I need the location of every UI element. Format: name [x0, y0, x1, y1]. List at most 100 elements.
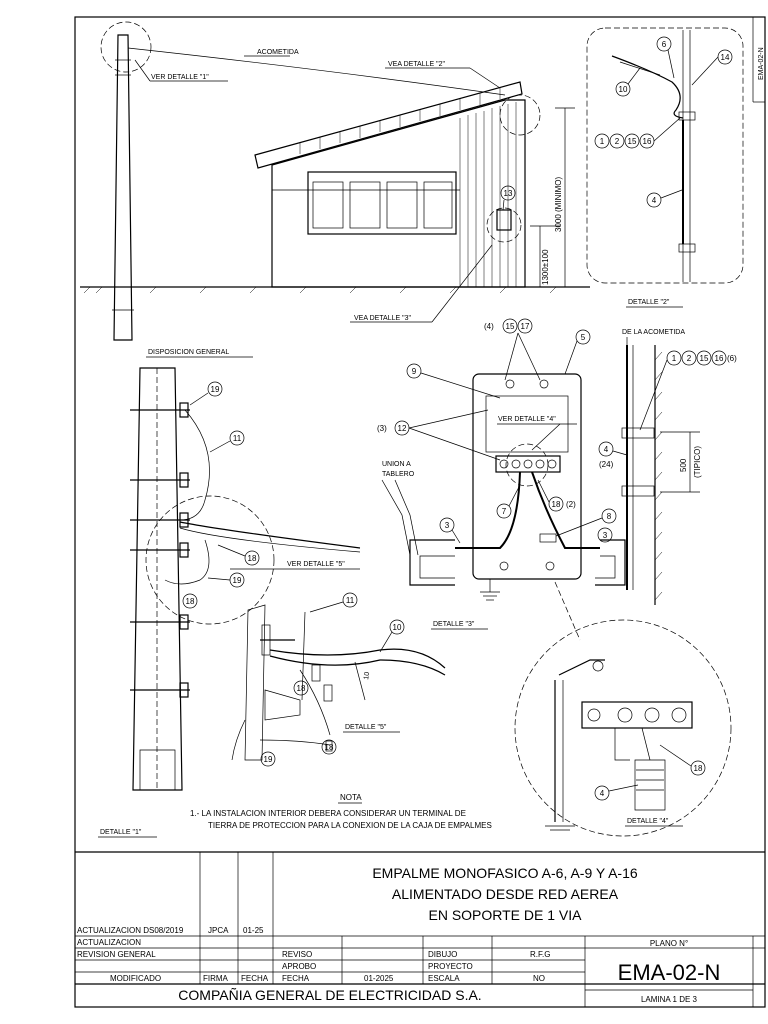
aprobo-label: APROBO: [282, 962, 316, 971]
bubble-13: 13: [504, 189, 513, 198]
proyecto-label: PROYECTO: [428, 962, 473, 971]
rev-3-desc: REVISION GENERAL: [77, 950, 156, 959]
vea-detalle-3-label: VEA DETALLE "3": [354, 315, 411, 322]
dim-1300-text: 1300±100: [541, 249, 550, 285]
svg-text:16: 16: [643, 137, 652, 146]
header-fecha: FECHA: [241, 974, 269, 983]
nota-title: NOTA: [340, 793, 362, 802]
meter-enclosure: [472, 373, 582, 580]
svg-text:18: 18: [248, 554, 257, 563]
svg-text:15: 15: [700, 354, 709, 363]
detail-4-frame: [514, 619, 732, 837]
svg-text:19: 19: [233, 576, 242, 585]
detail-4-view: 18 4 DETALLE "4": [514, 619, 732, 837]
wall-detail-view: DETALLE "2" DE LA ACOMETIDA 500 (TIPICO)…: [598, 299, 737, 605]
svg-text:(24): (24): [599, 460, 614, 469]
svg-text:2: 2: [687, 354, 692, 363]
pole: [113, 34, 133, 341]
nota-line-1: 1.- LA INSTALACION INTERIOR DEBERA CONSI…: [190, 809, 466, 818]
right-conduit: [595, 539, 626, 586]
left-conduit: [409, 539, 455, 586]
tablero-label: TABLERO: [382, 471, 415, 478]
terminal-block: [495, 455, 561, 473]
detail-2-frame: [586, 27, 744, 284]
svg-text:2: 2: [615, 137, 620, 146]
acometida-label: ACOMETIDA: [257, 49, 299, 56]
plano-label: PLANO N°: [650, 939, 688, 948]
svg-text:18: 18: [186, 597, 195, 606]
svg-text:18: 18: [325, 743, 334, 752]
disposicion-general-label: DISPOSICION GENERAL: [148, 349, 229, 356]
svg-text:(6): (6): [727, 354, 737, 363]
svg-text:5: 5: [581, 333, 586, 342]
union-a-label: UNION A: [382, 461, 411, 468]
escala-label: ESCALA: [428, 974, 460, 983]
ver-detalle-1-label: VER DETALLE "1": [151, 74, 209, 81]
svg-text:4: 4: [600, 789, 605, 798]
detail-2-callout: [499, 94, 541, 136]
svg-text:3: 3: [603, 531, 608, 540]
svg-text:1: 1: [600, 137, 605, 146]
svg-text:3: 3: [445, 521, 450, 530]
svg-text:15: 15: [628, 137, 637, 146]
d2-bubble-4: 4: [652, 196, 657, 205]
svg-text:16: 16: [715, 354, 724, 363]
service-drop-cable: [127, 47, 506, 96]
svg-text:(2): (2): [566, 500, 576, 509]
detalle-5-label: DETALLE "5": [345, 724, 387, 731]
rev-2-desc: ACTUALIZACION: [77, 938, 141, 947]
feed-conductor: [455, 471, 521, 549]
fecha-value: 01-2025: [364, 974, 394, 983]
d2-bubble-6: 6: [662, 40, 667, 49]
sheet-border: [74, 16, 766, 1008]
detail-1-callout: [100, 21, 152, 73]
svg-text:19: 19: [264, 755, 273, 764]
detail-4-callout: [505, 443, 549, 487]
service-cable: [179, 409, 210, 521]
header-modificado: MODIFICADO: [110, 974, 161, 983]
insulator-5: [264, 689, 301, 721]
svg-text:19: 19: [211, 385, 220, 394]
detalle-3-label: DETALLE "3": [433, 621, 475, 628]
window: [307, 171, 457, 235]
company-name: COMPAÑIA GENERAL DE ELECTRICIDAD S.A.: [178, 987, 481, 1003]
escala-value: NO: [533, 974, 545, 983]
dibujo-label: DIBUJO: [428, 950, 457, 959]
title-line-2: ALIMENTADO DESDE RED AEREA: [392, 886, 619, 902]
svg-text:18: 18: [694, 764, 703, 773]
title-line-1: EMPALME MONOFASICO A-6, A-9 Y A-16: [372, 865, 638, 881]
vea-detalle-2-label: VEA DETALLE "2": [388, 61, 445, 68]
pole-detail: [132, 367, 183, 791]
d2-bubble-10: 10: [619, 85, 628, 94]
detail-3-view: UNION A TABLERO 15 17 (4) 5 9 12 (3) VER…: [377, 318, 626, 641]
nota-line-2: TIERRA DE PROTECCION PARA LA CONEXION DE…: [208, 821, 492, 830]
svg-text:8: 8: [607, 512, 612, 521]
svg-text:(3): (3): [377, 424, 387, 433]
disposicion-general-view: DISPOSICION GENERAL VER DETALLE "5" 19 1…: [98, 349, 361, 838]
dibujo-value: R.F.G: [530, 950, 550, 959]
rev-1-fecha: 01-25: [243, 926, 264, 935]
detalle-2-label: DETALLE "2": [628, 299, 670, 306]
detalle-1-label: DETALLE "1": [100, 829, 142, 836]
twisted-cable: [179, 521, 361, 549]
reviso-label: REVISO: [282, 950, 312, 959]
ver-detalle-5-label: VER DETALLE "5": [287, 561, 345, 568]
drop-hook: [611, 55, 684, 119]
house-wall: [271, 99, 526, 288]
roof: [254, 81, 523, 169]
svg-text:10: 10: [393, 623, 402, 632]
detail-5-callout: [145, 495, 275, 625]
dim-500-text: 500: [679, 458, 688, 472]
svg-text:15: 15: [506, 322, 515, 331]
side-code: EMA-02-N: [758, 47, 765, 80]
detalle-4-label: DETALLE "4": [627, 818, 669, 825]
general-view: ACOMETIDA VER DETALLE "1": [80, 21, 590, 341]
rev-1-desc: ACTUALIZACION DS08/2019: [77, 926, 184, 935]
svg-text:11: 11: [346, 596, 355, 605]
ver-detalle-4-label: VER DETALLE "4": [498, 416, 556, 423]
svg-text:7: 7: [502, 507, 507, 516]
de-la-acometida-label: DE LA ACOMETIDA: [622, 329, 685, 336]
note-block: NOTA 1.- LA INSTALACION INTERIOR DEBERA …: [190, 793, 492, 830]
detail-3-callout: [486, 207, 522, 243]
d2-bubble-14: 14: [721, 53, 730, 62]
